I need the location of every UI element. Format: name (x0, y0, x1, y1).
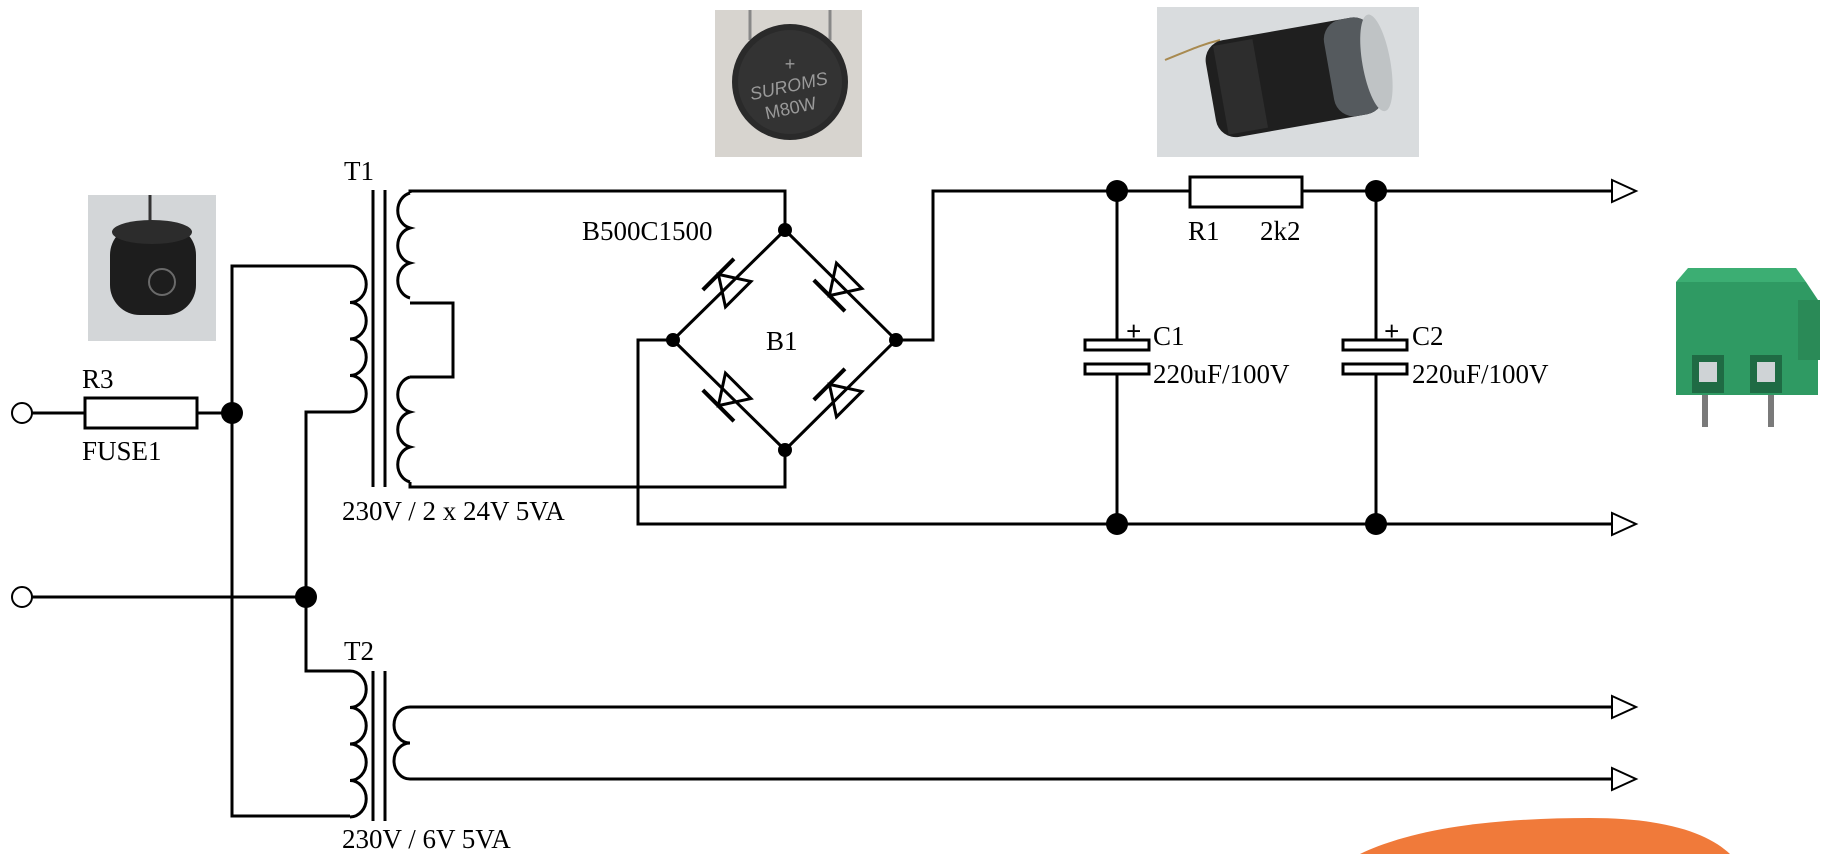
b1-ref-label: B1 (766, 326, 798, 356)
output-arrow-1 (1611, 178, 1639, 204)
t2-value-label: 230V / 6V 5VA (342, 824, 511, 854)
c2-ref-label: C2 (1412, 321, 1444, 351)
r3-ref-label: R3 (82, 364, 114, 394)
c1-value-label: 220uF/100V (1153, 359, 1290, 389)
resistor-r1-symbol (1188, 175, 1304, 209)
c2-polarity: + (1384, 316, 1399, 346)
t2-ref-label: T2 (344, 636, 374, 666)
capacitor-photo (1157, 7, 1419, 157)
output-arrow-2 (1611, 511, 1639, 537)
orange-accent-shape (1360, 818, 1730, 854)
r1-ref-label: R1 (1188, 216, 1220, 246)
r3-value-label: FUSE1 (82, 436, 162, 466)
screw-terminal-block (1676, 268, 1820, 427)
transformer-t2 (349, 669, 411, 821)
capacitor-c1 (1083, 191, 1151, 524)
r1-value-label: 2k2 (1260, 216, 1301, 246)
input-terminal-2 (11, 586, 33, 608)
c1-polarity: + (1126, 316, 1141, 346)
t1-value-label: 230V / 2 x 24V 5VA (342, 496, 565, 526)
input-terminal-1 (11, 402, 33, 424)
c2-value-label: 220uF/100V (1412, 359, 1549, 389)
output-arrow-3 (1611, 694, 1639, 720)
bridge-rectifier-photo: + SUROMS M80W (715, 10, 862, 157)
t1-ref-label: T1 (344, 156, 374, 186)
bridge-rectifier-b1 (666, 223, 903, 457)
capacitor-c2 (1341, 191, 1409, 524)
fuse-photo (88, 195, 216, 341)
output-arrow-4 (1611, 766, 1639, 792)
b1-value-label: B500C1500 (582, 216, 713, 246)
bridge-marking-plus: + (785, 54, 796, 74)
fuse-r3-symbol (83, 396, 199, 430)
c1-ref-label: C1 (1153, 321, 1185, 351)
